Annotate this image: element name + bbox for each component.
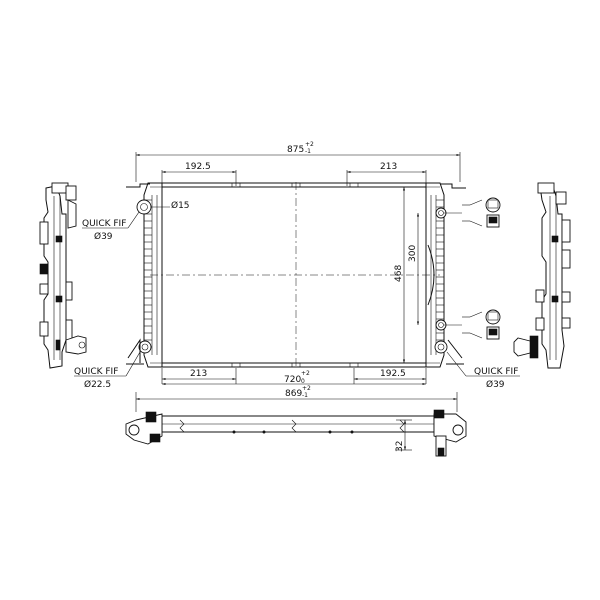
top-left-offset-label: 192.5 bbox=[185, 162, 211, 172]
svg-text:-1: -1 bbox=[302, 392, 308, 399]
top-left-fitting bbox=[136, 199, 152, 215]
svg-text:+2: +2 bbox=[301, 370, 310, 377]
sensor-detail-upper bbox=[462, 197, 501, 228]
front-view bbox=[126, 182, 466, 368]
top-right-offset-label: 213 bbox=[380, 162, 397, 172]
right-tank bbox=[425, 182, 466, 368]
bottom-view bbox=[125, 409, 467, 457]
fitting-top-left-label: QUICK FIF bbox=[82, 219, 126, 229]
thickness-label: 32 bbox=[395, 441, 405, 452]
fitting-bottom-right-label: QUICK FIF bbox=[474, 367, 518, 377]
svg-text:+2: +2 bbox=[302, 385, 311, 392]
left-side-view bbox=[39, 182, 87, 369]
port-spacing-label: 300 bbox=[408, 245, 418, 262]
svg-text:0: 0 bbox=[301, 378, 305, 385]
svg-text:-1: -1 bbox=[305, 148, 311, 155]
bottom-right-fitting bbox=[434, 340, 448, 354]
fitting-callouts: QUICK FIF Ø39 QUICK FIF Ø22.5 QUICK FIF … bbox=[74, 211, 520, 390]
bottom-width-label: 869 bbox=[285, 389, 302, 399]
bottom-right-offset-label: 192.5 bbox=[380, 369, 406, 379]
bottom-left-fitting bbox=[138, 340, 152, 354]
right-side-view bbox=[513, 182, 571, 369]
overall-width-label: 875 bbox=[287, 145, 304, 155]
mount-hole-label: Ø15 bbox=[171, 200, 190, 211]
fitting-bottom-left-label: QUICK FIF bbox=[74, 367, 118, 377]
fitting-top-left-size: Ø39 bbox=[94, 231, 113, 242]
core-width-label: 720 bbox=[284, 375, 301, 385]
fitting-bottom-left-size: Ø22.5 bbox=[84, 379, 111, 390]
bottom-left-offset-label: 213 bbox=[190, 369, 207, 379]
core-height-label: 468 bbox=[394, 265, 404, 282]
fitting-bottom-right-size: Ø39 bbox=[486, 379, 505, 390]
dimensions: 875 +2 -1 192.5 213 468 300 213 192.5 bbox=[135, 141, 461, 452]
svg-text:+2: +2 bbox=[305, 141, 314, 148]
sensor-detail-lower bbox=[462, 309, 501, 340]
left-tank bbox=[126, 182, 163, 368]
